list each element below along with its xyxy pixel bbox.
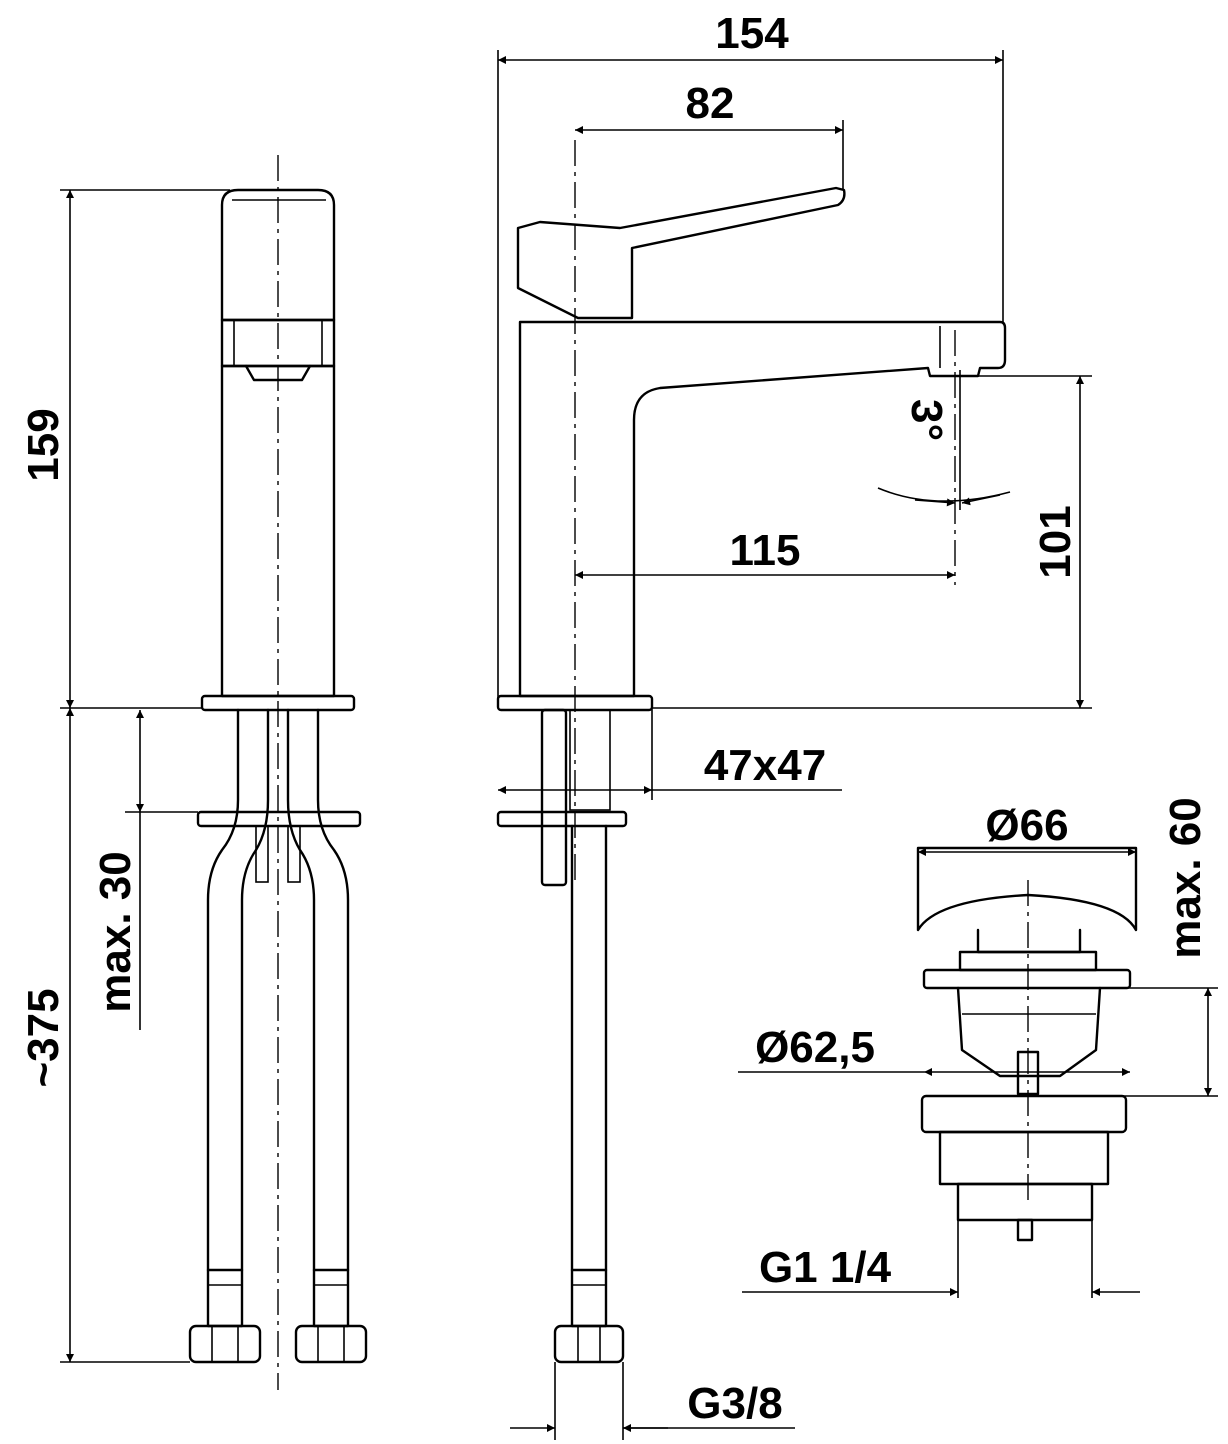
label-spout-height: 101 [1031, 505, 1080, 578]
waste-lower-body [938, 1130, 1110, 1186]
front-hose-left-inner [240, 708, 270, 1272]
waste-body [956, 986, 1102, 1078]
front-fixing-plate [196, 810, 362, 828]
label-max-thickness: max. 30 [91, 851, 140, 1012]
label-base-size: 47x47 [704, 741, 826, 790]
side-stud [540, 708, 568, 887]
side-lever [516, 186, 846, 320]
waste-cap [916, 846, 1138, 932]
front-base-plate [200, 694, 356, 712]
label-spout-reach: 115 [730, 526, 801, 575]
label-waste-max-height: max. 60 [1161, 797, 1210, 958]
front-hose-right-outer [316, 708, 350, 1272]
waste-view: Ø66 max. 60 Ø62,5 G1 1/4 [738, 797, 1218, 1298]
front-hose-right-inner [286, 708, 316, 1272]
waste-lower-flange [920, 1094, 1128, 1134]
label-handle-reach: 82 [686, 79, 735, 128]
side-ferrule [570, 1268, 608, 1328]
front-ferrule-left [206, 1268, 244, 1328]
front-hose-left-outer [206, 708, 240, 1272]
label-hose-length: ~375 [19, 988, 68, 1087]
waste-flange [922, 968, 1132, 990]
front-view: 159 ~375 max. 30 [19, 155, 368, 1390]
label-waste-cap-diameter: Ø66 [985, 801, 1068, 850]
front-nut-right [294, 1324, 368, 1364]
label-hose-thread: G3/8 [687, 1379, 782, 1428]
label-width-total: 154 [715, 9, 789, 58]
front-lever [220, 188, 336, 322]
waste-thread [956, 1182, 1094, 1222]
front-nut-left [188, 1324, 262, 1364]
label-waste-flange-diameter: Ø62,5 [755, 1023, 875, 1072]
side-view: 154 82 115 3° 101 47x47 G3/8 [496, 9, 1092, 1440]
label-waste-thread: G1 1/4 [759, 1243, 892, 1292]
label-height-body: 159 [19, 408, 68, 481]
side-nut [553, 1324, 625, 1364]
side-fixing-plate [496, 810, 628, 828]
side-body-spout [518, 320, 1007, 698]
front-ferrule-right [312, 1268, 350, 1328]
label-angle: 3° [902, 399, 951, 441]
